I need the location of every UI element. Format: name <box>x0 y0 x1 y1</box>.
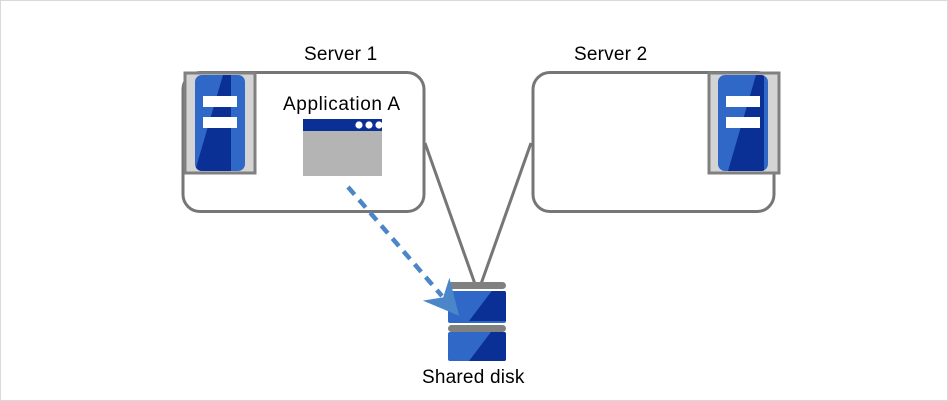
window-dot <box>365 121 373 129</box>
connector-server1-to-disk <box>423 142 477 285</box>
connector-server2-to-disk <box>479 142 533 285</box>
window-dot <box>375 121 383 129</box>
server-icon <box>183 71 257 175</box>
shared-disk-label: Shared disk <box>422 367 525 388</box>
access-arrow <box>346 185 460 316</box>
server2-label: Server 2 <box>574 44 648 65</box>
window-dot <box>355 121 363 129</box>
disk-stack-icon[interactable] <box>448 282 506 361</box>
app-window-icon <box>303 119 383 176</box>
server-icon <box>707 71 781 175</box>
application-label: Application A <box>283 94 401 115</box>
server1-label: Server 1 <box>304 44 378 65</box>
